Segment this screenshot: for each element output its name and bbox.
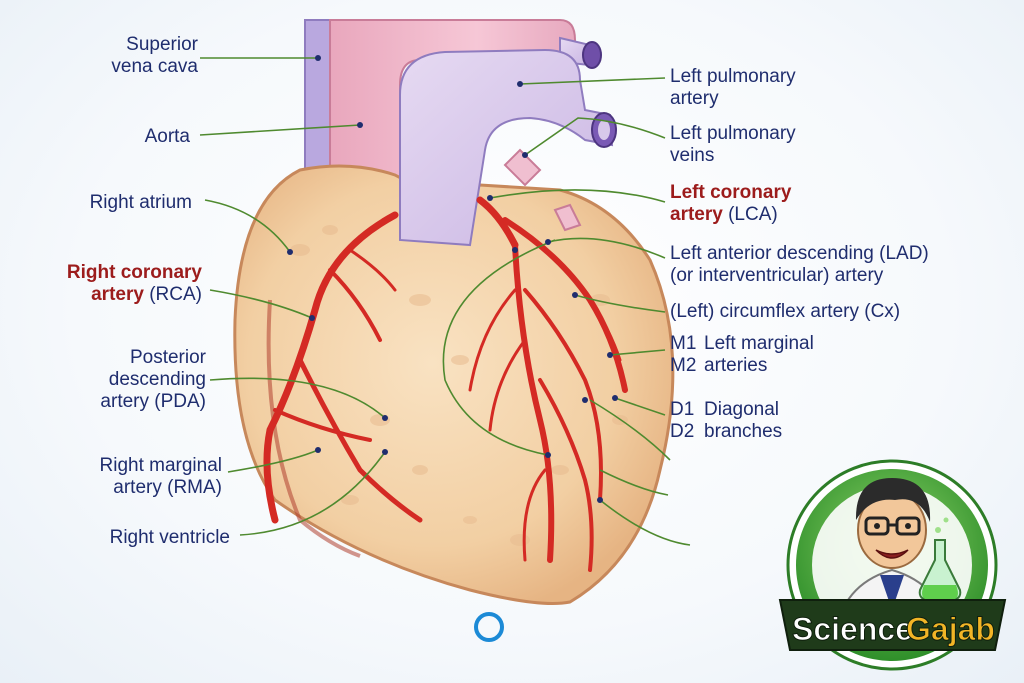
label-left-pulmonary-veins: Left pulmonary veins	[670, 123, 796, 167]
label-rca-abbr: (RCA)	[149, 284, 202, 305]
label-right-atrium: Right atrium	[90, 192, 192, 214]
label-lca-line2: artery	[670, 204, 723, 225]
label-pda-line3: artery (PDA)	[100, 391, 206, 413]
label-right-ventricle: Right ventricle	[110, 527, 230, 549]
label-diagonal-line1: Diagonal	[704, 399, 779, 420]
label-marginal-line2: arteries	[704, 355, 767, 376]
sciencegajab-logo: Science Gajab	[780, 461, 1005, 669]
label-svc-line2: vena cava	[111, 56, 198, 78]
label-lpv-line1: Left pulmonary	[670, 123, 796, 145]
label-rca-line1: Right coronary	[67, 262, 202, 284]
label-lpa-line2: artery	[670, 88, 796, 110]
label-marginal-line1: Left marginal	[704, 333, 814, 354]
label-svc-line1: Superior	[111, 34, 198, 56]
label-left-pulmonary-artery: Left pulmonary artery	[670, 66, 796, 110]
label-pda-line2: descending	[100, 369, 206, 391]
label-lpa-line1: Left pulmonary	[670, 66, 796, 88]
label-circumflex-artery: (Left) circumflex artery (Cx)	[670, 301, 900, 323]
label-rma-line2: artery (RMA)	[100, 477, 223, 499]
label-d1: D1	[670, 399, 704, 421]
label-rma-line1: Right marginal	[100, 455, 223, 477]
label-left-coronary-artery: Left coronary artery (LCA)	[670, 182, 791, 226]
label-superior-vena-cava: Superior vena cava	[111, 34, 198, 78]
label-left-anterior-descending-artery: Left anterior descending (LAD) (or inter…	[670, 243, 929, 287]
logo-word-science: Science	[792, 611, 913, 647]
label-diagonal-line2: branches	[704, 421, 782, 442]
label-d2: D2	[670, 421, 704, 443]
aorta-branch-opening	[583, 42, 601, 68]
label-m2: M2	[670, 355, 704, 377]
label-right-coronary-artery: Right coronary artery (RCA)	[67, 262, 202, 306]
logo-word-gajab: Gajab	[906, 611, 995, 647]
label-right-marginal-artery: Right marginal artery (RMA)	[100, 455, 223, 499]
label-posterior-descending-artery: Posterior descending artery (PDA)	[100, 347, 206, 413]
label-lad-line1: Left anterior descending (LAD)	[670, 243, 929, 265]
label-rca-line2: artery	[91, 284, 144, 305]
label-m1: M1	[670, 333, 704, 355]
label-lpv-line2: veins	[670, 145, 796, 167]
label-lca-abbr: (LCA)	[728, 204, 778, 225]
label-lca-line1: Left coronary	[670, 182, 791, 204]
label-pda-line1: Posterior	[100, 347, 206, 369]
label-lad-line2: (or interventricular) artery	[670, 265, 929, 287]
label-aorta: Aorta	[145, 126, 190, 148]
apex-ring-icon	[476, 614, 502, 640]
